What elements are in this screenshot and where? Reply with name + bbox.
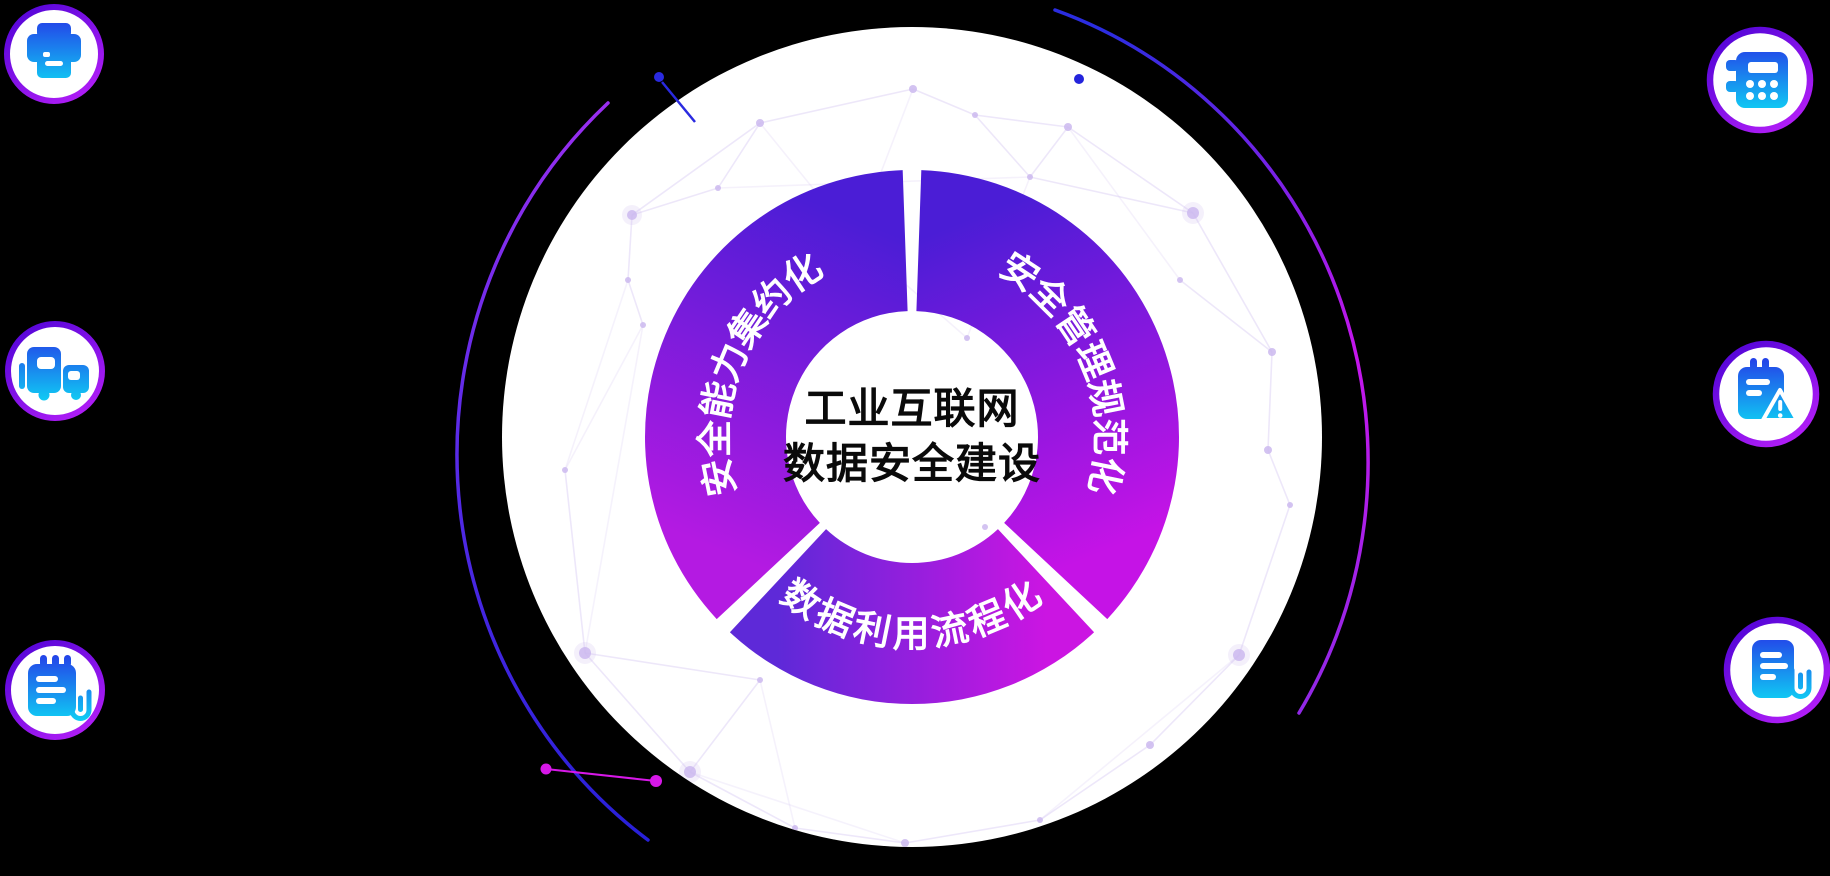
left-arc <box>455 101 650 842</box>
truck-badge <box>5 321 105 421</box>
notepad-alert-icon <box>1738 358 1799 422</box>
notepad-clip-badge <box>5 640 105 740</box>
donut-segment-1 <box>916 170 1179 620</box>
blue-dot-right <box>1074 74 1084 84</box>
truck-icon <box>19 347 89 401</box>
decor-arc-left <box>455 101 662 842</box>
magenta-dot-inner <box>650 775 662 787</box>
donut-segment-2 <box>729 529 1095 705</box>
blue-dot-tail <box>661 81 696 123</box>
decor-top-left-dot <box>654 72 696 123</box>
calculator-icon <box>1726 52 1788 108</box>
calculator-badge <box>1706 26 1814 134</box>
donut-chart <box>645 170 1179 705</box>
magenta-connector-line <box>545 768 657 782</box>
notepad-clip-icon <box>28 655 92 721</box>
main-disc <box>502 27 1322 847</box>
document-clip-badge <box>1723 616 1830 724</box>
printer-icon <box>27 23 81 78</box>
printer-badge <box>4 4 104 104</box>
blue-dot-left <box>654 72 664 82</box>
notepad-alert-badge <box>1712 340 1820 448</box>
center-title-line2: 数据安全建设 <box>783 440 1041 487</box>
right-arc <box>1053 8 1370 715</box>
decor-arc-right <box>1053 8 1370 715</box>
center-title-line1: 工业互联网 <box>804 385 1019 432</box>
donut-segment-0 <box>645 170 908 620</box>
document-clip-icon <box>1752 640 1812 699</box>
